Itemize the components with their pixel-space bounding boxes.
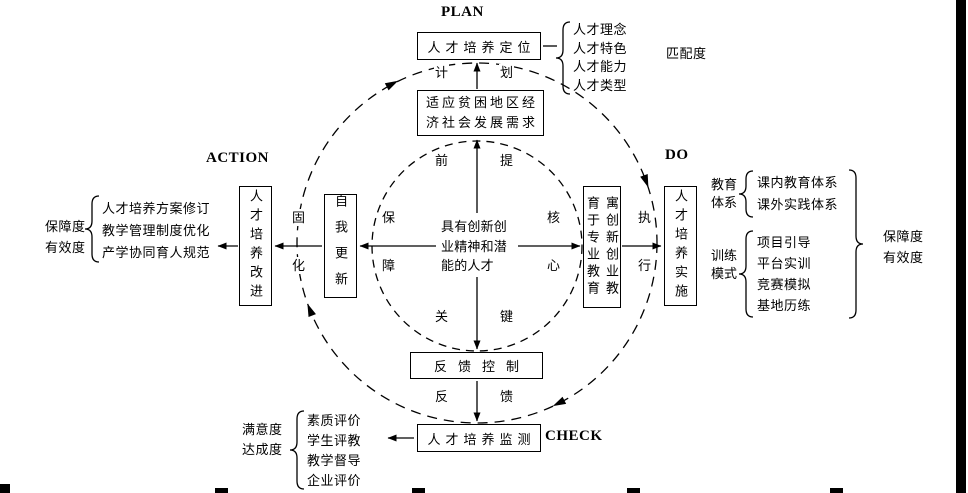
needs-box-line-2: 济社会发展需求 [425, 115, 538, 130]
page-crop-artifact [830, 488, 843, 493]
training-brace [738, 230, 754, 318]
plan-item: 人才理念 [573, 22, 628, 37]
cycle-arrowhead-bottom-right [552, 396, 567, 407]
training-mode-label: 训练模式 [711, 248, 738, 281]
training-item: 竞赛模拟 [757, 277, 812, 292]
inner-term-core-1: 核 [546, 209, 562, 226]
connector-arrows [217, 45, 662, 442]
plan-brace [555, 21, 571, 95]
page-crop-artifact [627, 488, 640, 493]
check-item: 学生评教 [307, 433, 362, 448]
needs-box: 适应贫困地区经 济社会发展需求 [417, 90, 544, 136]
cycle-arrowhead-top-right [640, 173, 649, 188]
plan-metric: 匹配度 [666, 46, 707, 61]
plan-items-list: 人才理念 人才特色 人才能力 人才类型 [573, 21, 627, 95]
cycle-direction-arrowheads [307, 80, 649, 407]
check-item: 教学督导 [307, 453, 362, 468]
inner-term-core-2: 心 [546, 257, 562, 274]
check-metric: 达成度 [242, 442, 283, 457]
implementation-box-text: 人才培养实施 [673, 189, 688, 303]
do-closing-brace [848, 169, 864, 319]
education-items-list: 课内教育体系 课外实践体系 [757, 172, 838, 215]
training-items-list: 项目引导 平台实训 竞赛模拟 基地历练 [757, 232, 811, 316]
integration-box-col-left: 育于专业教育 [585, 196, 600, 298]
inner-term-key-1: 关 [434, 308, 450, 325]
check-metrics: 满意度 达成度 [242, 420, 283, 460]
education-system-label: 教育体系 [711, 177, 738, 210]
check-brace [289, 410, 305, 490]
cycle-term-plan-1: 计 [434, 64, 450, 81]
cycle-term-plan-2: 划 [499, 64, 515, 81]
integration-box-col-right: 寓创新创业教 [604, 196, 619, 298]
education-item: 课外实践体系 [757, 196, 839, 212]
page-crop-artifact [412, 488, 425, 493]
education-item: 课内教育体系 [757, 175, 839, 190]
do-metrics: 保障度 有效度 [883, 226, 924, 268]
cycle-term-solidify-2: 化 [291, 257, 307, 274]
cycle-arrowhead-top-left [384, 80, 399, 91]
page-crop-artifact [215, 488, 228, 493]
training-item: 基地历练 [757, 298, 812, 313]
improvement-box-text: 人才培养改进 [248, 189, 263, 303]
action-metrics: 保障度 有效度 [45, 216, 86, 258]
self-renewal-box-text: 自我更新 [333, 194, 348, 298]
braces [84, 21, 864, 490]
plan-item: 人才类型 [573, 77, 628, 93]
inner-term-premise-1: 前 [434, 152, 450, 169]
needs-box-line-1: 适应贫困地区经 [425, 95, 538, 110]
education-brace [738, 170, 754, 218]
training-item: 项目引导 [757, 235, 812, 250]
cycle-term-feedback-1: 反 [434, 388, 450, 405]
page-crop-artifact [0, 484, 10, 493]
feedback-control-box: 反馈控制 [410, 352, 543, 379]
plan-item: 人才能力 [573, 59, 628, 74]
self-renewal-box: 自我更新 [324, 194, 357, 298]
check-items-list: 素质评价 学生评教 教学督导 企业评价 [307, 411, 361, 491]
action-items-list: 人才培养方案修订 教学管理制度优化 产学协同育人规范 [102, 198, 210, 264]
check-item: 素质评价 [307, 413, 362, 428]
stage-label-plan: PLAN [441, 4, 484, 20]
implementation-box: 人才培养实施 [664, 186, 697, 306]
monitoring-box: 人才培养监测 [417, 424, 541, 452]
stage-label-action: ACTION [206, 150, 270, 166]
inner-term-safeguard-2: 障 [381, 257, 397, 274]
cycle-term-execute-1: 执 [637, 209, 653, 226]
check-metric: 满意度 [242, 422, 283, 437]
action-metric: 保障度 [45, 219, 86, 234]
inner-term-premise-2: 提 [499, 152, 515, 169]
plan-item: 人才特色 [573, 40, 628, 56]
inner-term-key-2: 键 [499, 308, 515, 325]
stage-label-do: DO [665, 147, 689, 163]
action-item: 教学管理制度优化 [102, 223, 211, 238]
integration-box: 寓创新创业教 育于专业教育 [583, 186, 621, 308]
action-metric: 有效度 [45, 240, 86, 255]
check-item: 企业评价 [307, 473, 362, 488]
do-metric: 保障度 [883, 229, 924, 244]
positioning-box: 人才培养定位 [417, 32, 541, 60]
center-core-text: 具有创新创业精神和潜能的人才 [441, 219, 508, 273]
stage-label-check: CHECK [545, 428, 603, 444]
cycle-term-execute-2: 行 [637, 257, 653, 274]
do-metric: 有效度 [883, 250, 924, 265]
action-item: 人才培养方案修订 [102, 201, 211, 216]
inner-term-safeguard-1: 保 [381, 209, 397, 226]
action-brace [84, 195, 100, 263]
improvement-box: 人才培养改进 [239, 186, 272, 306]
page-edge-bar [956, 0, 966, 493]
training-item: 平台实训 [757, 256, 812, 271]
cycle-arrowhead-bottom-left [307, 303, 316, 318]
action-item: 产学协同育人规范 [102, 245, 211, 260]
cycle-term-solidify-1: 固 [291, 209, 307, 226]
cycle-term-feedback-2: 馈 [499, 388, 515, 405]
